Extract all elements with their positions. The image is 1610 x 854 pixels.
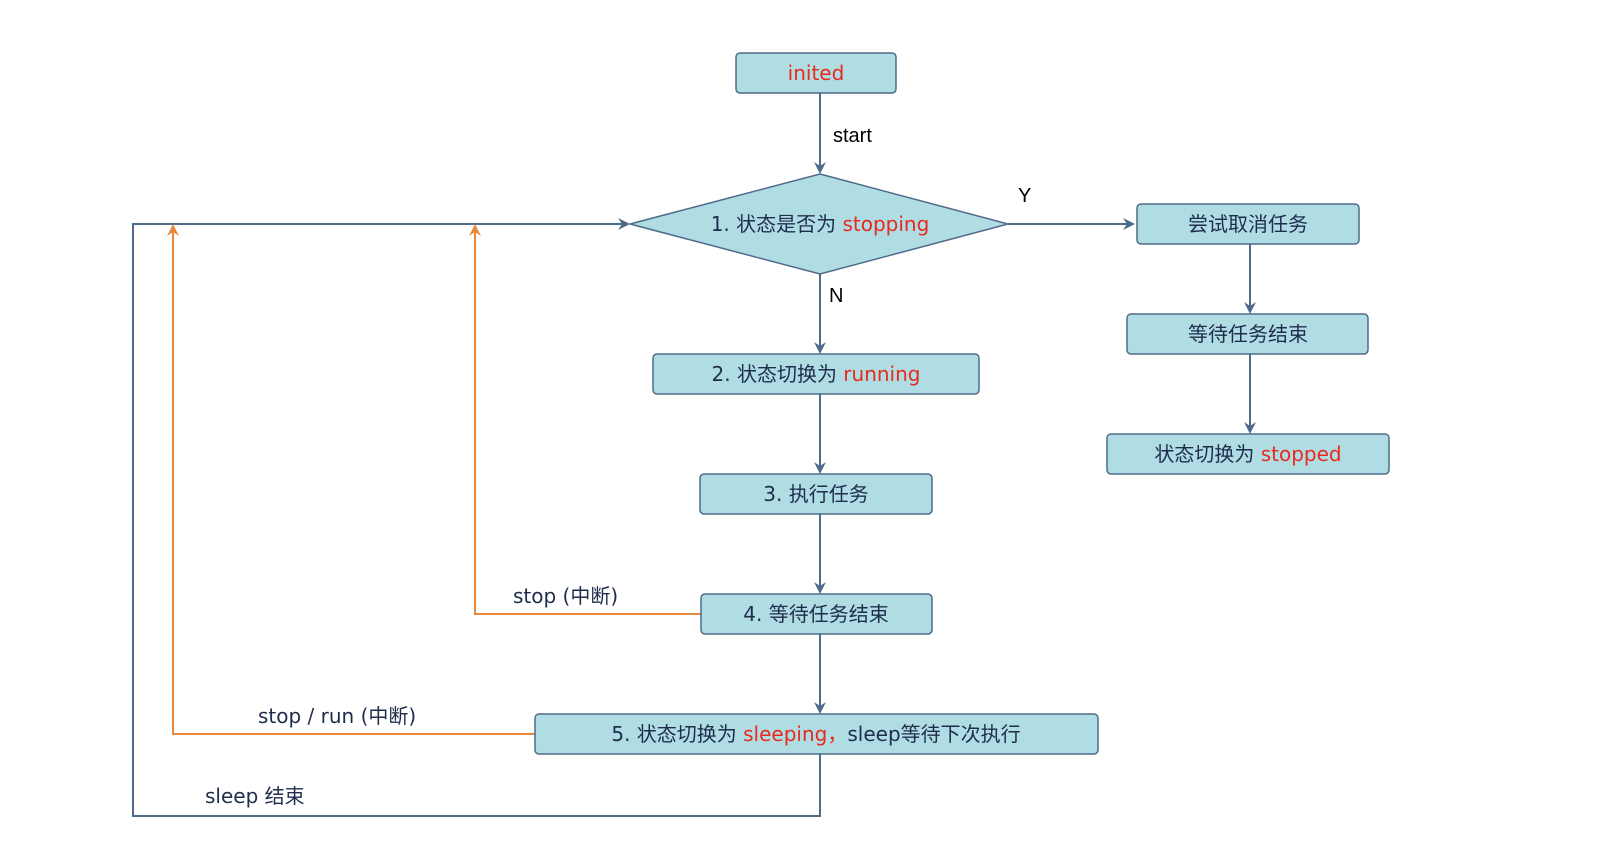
edge-labels: start Y N stop (中断) stop / run (中断) slee… <box>205 125 1031 808</box>
node-switch-sleeping-box <box>534 713 1099 755</box>
node-switch-running-prefix: 2. 状态切换为 <box>712 362 844 386</box>
node-switch-running: 2. 状态切换为 running <box>652 353 980 395</box>
node-inited-label: inited <box>788 61 845 85</box>
node-execute-task: 3. 执行任务 <box>699 473 933 515</box>
node-execute-task-label: 3. 执行任务 <box>763 482 868 506</box>
node-inited: inited <box>735 52 897 94</box>
node-wait-task-end-branch-box <box>1126 313 1369 355</box>
edge-interrupt-stop <box>469 224 701 615</box>
node-try-cancel-label: 尝试取消任务 <box>1188 212 1308 236</box>
edge-label-interrupt-stop: stop (中断) <box>513 584 618 608</box>
node-switch-sleeping-label: 5. 状态切换为 sleeping，sleep等待下次执行 <box>611 722 1020 746</box>
node-check-stopping-label: 1. 状态是否为 stopping <box>711 212 930 236</box>
edge-label-no: N <box>829 285 843 307</box>
decision-diamond <box>627 173 1011 275</box>
node-check-stopping-prefix: 1. 状态是否为 <box>711 212 843 236</box>
node-switch-running-box <box>652 353 980 395</box>
node-try-cancel-box <box>1136 203 1360 245</box>
node-switch-stopped: 状态切换为 stopped <box>1106 433 1390 475</box>
node-wait-task-end-branch: 等待任务结束 <box>1126 313 1369 355</box>
node-switch-sleeping-prefix: 5. 状态切换为 <box>611 722 743 746</box>
node-wait-task-end-branch-label: 等待任务结束 <box>1188 322 1308 346</box>
node-inited-box <box>735 52 897 94</box>
node-switch-stopped-box <box>1106 433 1390 475</box>
node-switch-stopped-state: stopped <box>1261 442 1342 466</box>
edge-label-interrupt-stop-run: stop / run (中断) <box>258 704 416 728</box>
edge-label-sleep-end: sleep 结束 <box>205 784 305 808</box>
node-switch-sleeping-state: sleeping， <box>743 722 847 746</box>
node-check-stopping-state: stopping <box>842 212 929 236</box>
node-wait-task-end: 4. 等待任务结束 <box>700 593 933 635</box>
edge-sleep-end-loop <box>132 218 821 817</box>
node-switch-stopped-label: 状态切换为 stopped <box>1154 442 1341 466</box>
edges <box>132 92 1256 817</box>
node-switch-stopped-prefix: 状态切换为 <box>1154 442 1260 466</box>
edge-interrupt-stop-run <box>167 224 535 735</box>
node-try-cancel: 尝试取消任务 <box>1136 203 1360 245</box>
node-wait-task-end-box <box>700 593 933 635</box>
node-check-stopping: 1. 状态是否为 stopping <box>627 173 1011 275</box>
node-switch-sleeping: 5. 状态切换为 sleeping，sleep等待下次执行 <box>534 713 1099 755</box>
node-switch-running-state: running <box>843 362 920 386</box>
edge-label-yes: Y <box>1018 185 1031 207</box>
node-wait-task-end-label: 4. 等待任务结束 <box>743 602 888 626</box>
node-switch-sleeping-suffix: sleep等待下次执行 <box>847 722 1020 746</box>
edge-label-start: start <box>833 125 872 147</box>
node-switch-running-label: 2. 状态切换为 running <box>712 362 921 386</box>
node-execute-task-box <box>699 473 933 515</box>
